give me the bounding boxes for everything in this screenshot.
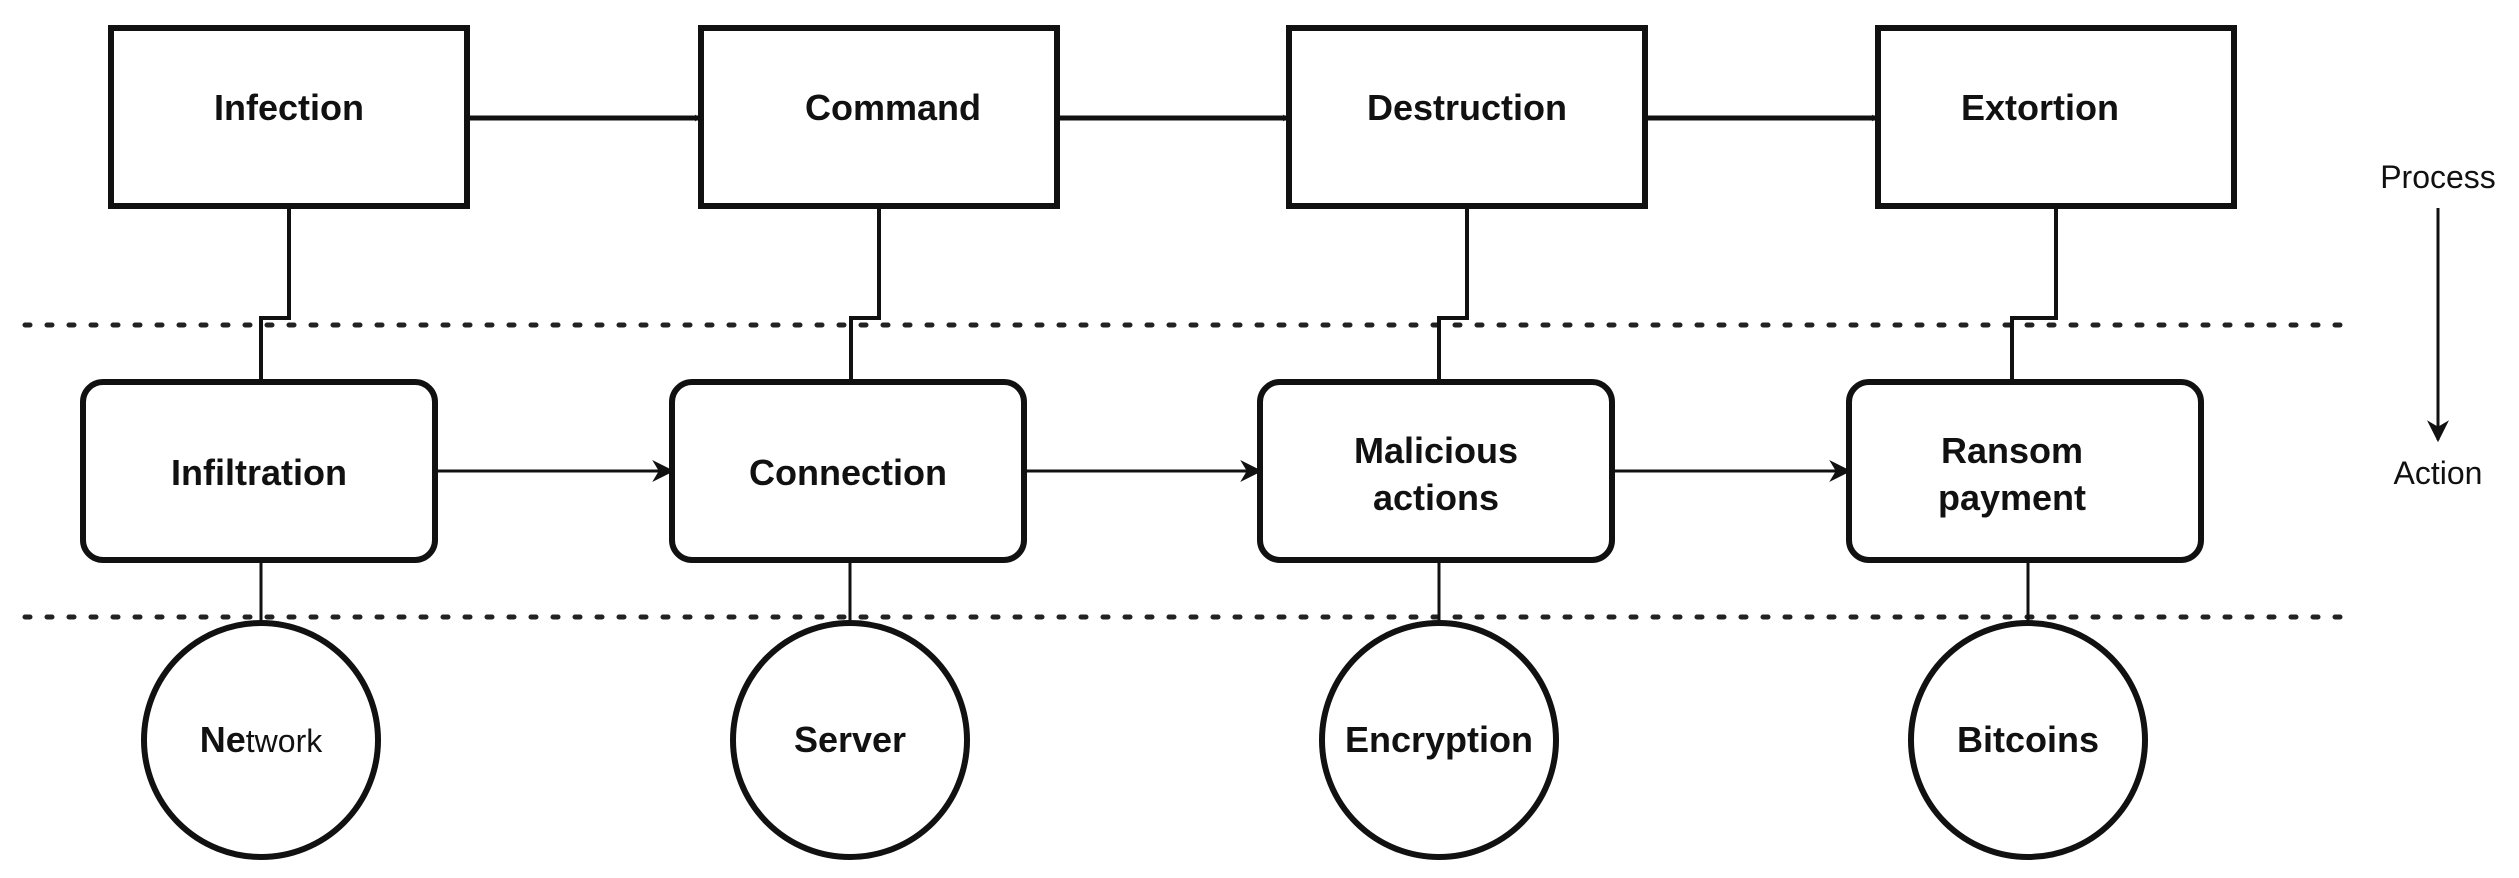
asset-label: Network [200, 719, 323, 760]
asset-circle-network: Network [141, 620, 381, 860]
asset-label-normal: twork [246, 723, 323, 759]
action-label-line1: Ransom [1941, 430, 2083, 471]
process-action-connector [849, 206, 881, 382]
action-label-line2: payment [1938, 477, 2086, 518]
asset-label: Bitcoins [1957, 719, 2099, 760]
asset-circle-encryption: Encryption [1319, 620, 1559, 860]
process-label: Command [805, 87, 981, 128]
action-label: Infiltration [171, 452, 347, 493]
asset-circle-bitcoins: Bitcoins [1908, 620, 2148, 860]
process-box-command: Command [698, 25, 1060, 209]
process-action-connector [1437, 206, 1469, 382]
process-action-connector [259, 206, 291, 382]
asset-label-bold: Ne [200, 719, 246, 760]
asset-label: Encryption [1345, 719, 1533, 760]
side-label-action: Action [2394, 455, 2483, 491]
action-box-infiltration: Infiltration [80, 379, 438, 563]
action-box-connection: Connection [669, 379, 1027, 563]
asset-circle-server: Server [730, 620, 970, 860]
action-label-line2: actions [1373, 477, 1499, 518]
process-action-connector [2010, 206, 2058, 382]
asset-label: Server [794, 719, 906, 760]
action-box-ransom-payment: Ransom payment [1846, 379, 2204, 563]
action-box-malicious-actions: Malicious actions [1257, 379, 1615, 563]
process-box-extortion: Extortion [1875, 25, 2237, 209]
process-box-infection: Infection [108, 25, 470, 209]
side-label-process: Process [2380, 159, 2496, 195]
action-label: Connection [749, 452, 947, 493]
action-label-line1: Malicious [1354, 430, 1518, 471]
process-label: Extortion [1961, 87, 2119, 128]
process-box-destruction: Destruction [1286, 25, 1648, 209]
process-label: Destruction [1367, 87, 1567, 128]
process-label: Infection [214, 87, 364, 128]
